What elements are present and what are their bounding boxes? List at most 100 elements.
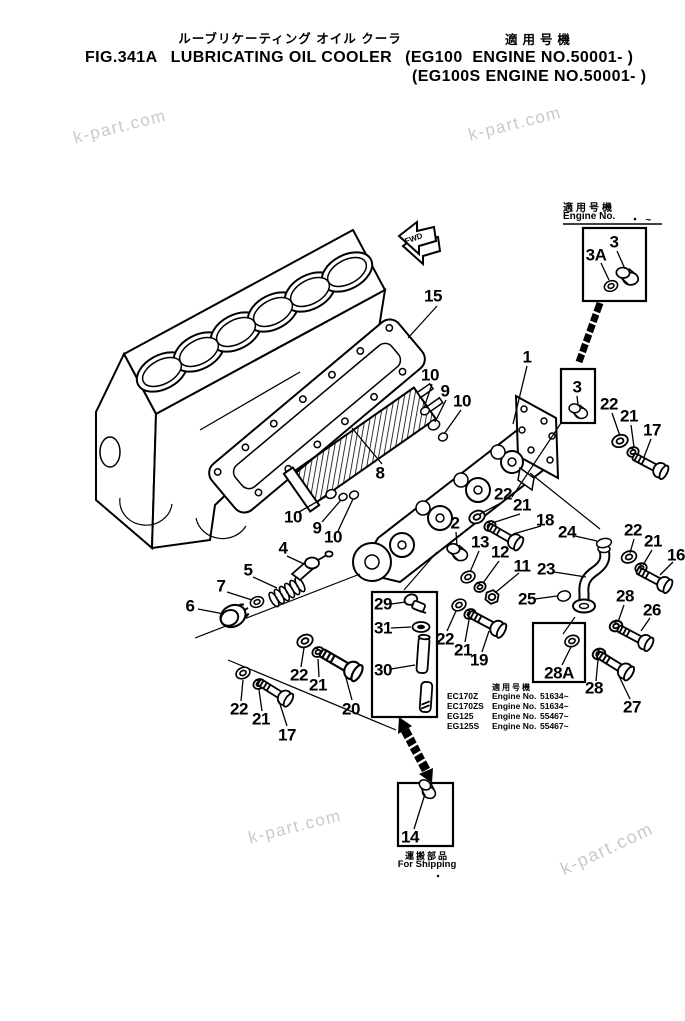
- part-callout-10: 10: [421, 365, 439, 385]
- part-callout-23: 23: [537, 559, 555, 579]
- engine-number: 55467~: [540, 721, 569, 731]
- applicability-row: EC170Z Engine No. 51634~: [447, 691, 569, 701]
- part-callout-17: 17: [278, 725, 296, 745]
- part-callout-14: 14: [401, 827, 419, 847]
- washer-13: [458, 568, 478, 586]
- part-callout-22: 22: [230, 699, 248, 719]
- variant-eg100s: (EG100S ENGINE NO.50001- ): [412, 68, 647, 85]
- plug-3: [614, 266, 640, 287]
- page-dot: [436, 874, 440, 878]
- part-callout-15: 15: [424, 286, 442, 306]
- part-callout-28: 28: [616, 586, 634, 606]
- figure-title-line: FIG.341A LUBRICATING OIL COOLER (EG100 E…: [85, 49, 633, 67]
- part-callout-12: 12: [491, 542, 509, 562]
- washer-22: [619, 548, 639, 566]
- engine-label: Engine No.: [492, 691, 537, 701]
- part-callout-22: 22: [290, 665, 308, 685]
- part-callout-21: 21: [454, 640, 472, 660]
- model: EC170ZS: [447, 701, 484, 711]
- shipping-caption-en: For Shipping: [397, 859, 457, 870]
- valve-4: [290, 550, 334, 582]
- part-callout-28: 28: [585, 678, 603, 698]
- figure-number: FIG.341A: [85, 49, 158, 66]
- engine-no-inset-box: [581, 226, 648, 303]
- spring-5: [266, 575, 308, 609]
- part-callout-3: 3: [572, 377, 582, 397]
- ring-24: [595, 537, 613, 549]
- lockwasher-12: [471, 579, 489, 595]
- engine-no-box-range: ・ ~: [630, 215, 652, 226]
- bolt-19: [464, 605, 510, 641]
- variant-eg100: (EG100 ENGINE NO.50001- ): [405, 49, 634, 66]
- part-callout-21: 21: [620, 406, 638, 426]
- part-callout-19: 19: [470, 650, 488, 670]
- applicability-row: EG125 Engine No. 55467~: [447, 711, 569, 721]
- part-callout-16: 16: [667, 545, 685, 565]
- nut-11: [482, 588, 502, 606]
- oil-cooler-housing-drawing: [352, 394, 560, 584]
- figure-title-english: LUBRICATING OIL COOLER: [170, 49, 393, 66]
- washer-28a-inset-box: [531, 621, 587, 684]
- part-callout-27: 27: [623, 697, 641, 717]
- engine-no-box-caption-en: Engine No.: [563, 211, 616, 222]
- plug-14: [413, 777, 441, 802]
- part-callout-21: 21: [513, 495, 531, 515]
- part-callout-25: 25: [518, 589, 536, 609]
- part-callout-2: 2: [450, 513, 460, 533]
- stud-pointer: [575, 301, 604, 364]
- ring-7: [248, 594, 266, 610]
- part-callout-10: 10: [284, 507, 302, 527]
- applicability-row: EG125S Engine No. 55467~: [447, 721, 569, 731]
- part-callout-3: 3: [609, 232, 619, 252]
- part-callout-21: 21: [644, 531, 662, 551]
- part-callout-9: 9: [440, 381, 450, 401]
- washer-22: [449, 596, 469, 614]
- part-callout-20: 20: [342, 699, 360, 719]
- part-callout-4: 4: [278, 538, 288, 558]
- part-callout-3A: 3A: [585, 245, 607, 265]
- part-callout-30: 30: [374, 660, 392, 680]
- plug-3-alt: [567, 402, 589, 420]
- oil-cooler-gasket-drawing: [208, 318, 426, 514]
- part-callout-11: 11: [513, 556, 531, 576]
- tube-inset-box: [370, 590, 439, 719]
- shipping-caption-jp: 運搬部品: [404, 851, 449, 861]
- part-callout-22: 22: [494, 484, 512, 504]
- part-callout-29: 29: [374, 594, 392, 614]
- bolt-16: [633, 562, 676, 596]
- fitting-29: [403, 593, 427, 614]
- part-callout-8: 8: [375, 463, 385, 483]
- part-callout-13: 13: [471, 532, 489, 552]
- part-callout-22: 22: [436, 629, 454, 649]
- part-callout-9: 9: [312, 518, 322, 538]
- part-callout-5: 5: [243, 560, 253, 580]
- model: EG125: [447, 711, 474, 721]
- elbow-pipe-drawing: [556, 537, 613, 614]
- part-callout-22: 22: [600, 394, 618, 414]
- tube-30: [415, 633, 434, 713]
- applicability-header-jp: 適用号機: [492, 683, 532, 692]
- washer-22: [233, 664, 253, 682]
- fwd-arrow: FWD: [397, 219, 442, 267]
- part-callout-28A: 28A: [544, 663, 574, 683]
- figure-title-japanese: ルーブリケーティング オイル クーラ: [178, 32, 402, 46]
- part-callout-10: 10: [453, 391, 471, 411]
- part-callout-22: 22: [624, 520, 642, 540]
- ring-3a: [602, 278, 620, 294]
- engine-number: 51634~: [540, 691, 569, 701]
- shipping-arrow: [398, 717, 433, 783]
- part-callout-6: 6: [185, 596, 195, 616]
- part-callout-24: 24: [558, 522, 576, 542]
- part-callout-26: 26: [643, 600, 661, 620]
- grommet-31: [411, 621, 431, 633]
- engine-number: 55467~: [540, 711, 569, 721]
- plug-3-inset-box: [559, 367, 597, 425]
- applicability-row: EC170ZS Engine No. 51634~: [447, 701, 569, 711]
- part-callout-10: 10: [324, 527, 342, 547]
- part-callout-21: 21: [252, 709, 270, 729]
- engine-block-drawing: [95, 228, 387, 551]
- applicable-machines-label: 適用号機: [505, 33, 576, 47]
- engine-label: Engine No.: [492, 711, 537, 721]
